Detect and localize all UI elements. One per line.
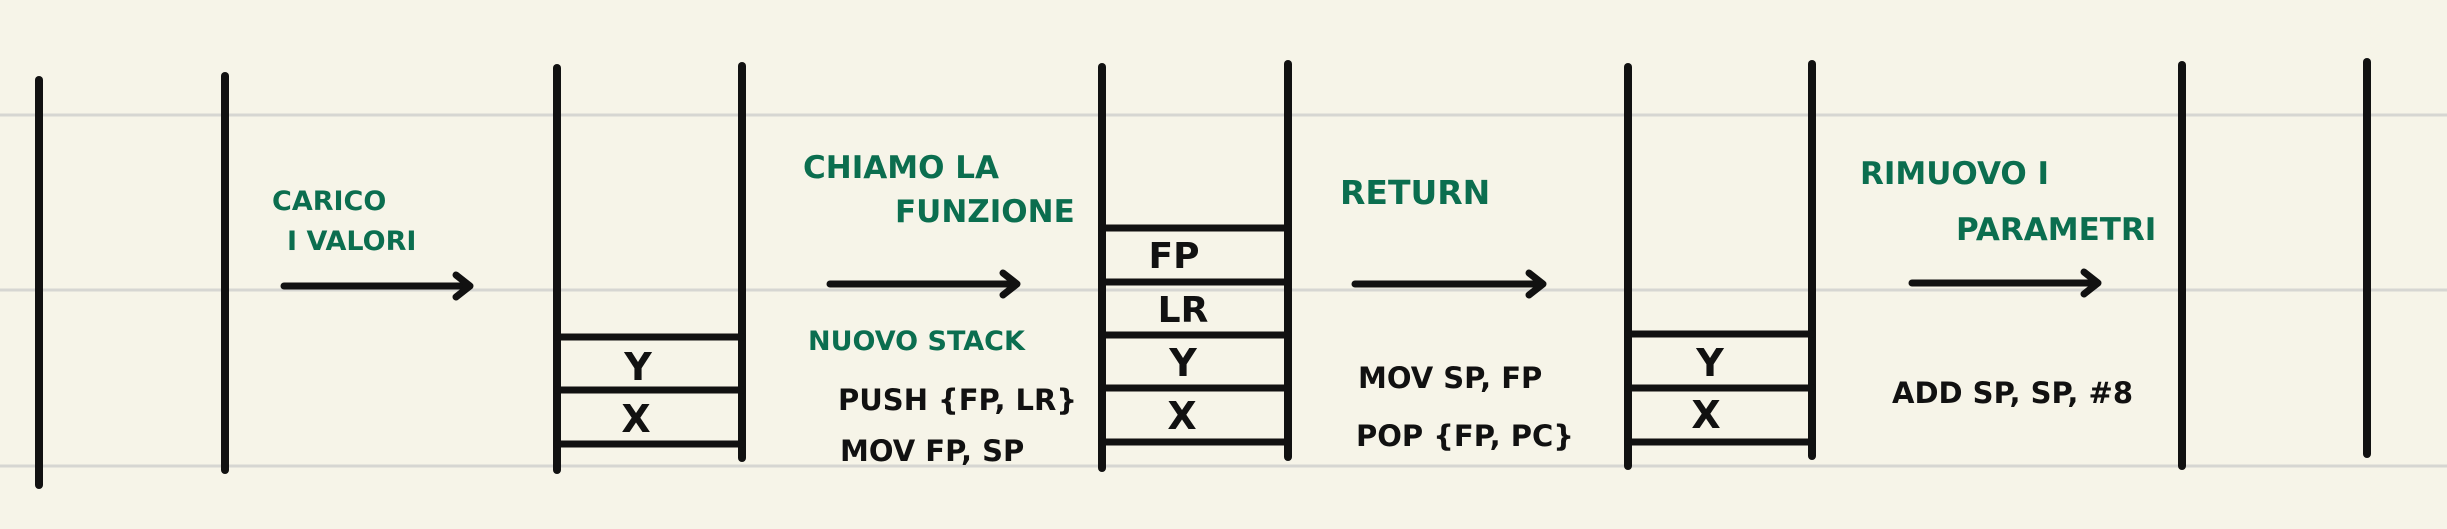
step-1: CARICO I VALORI [272,186,474,301]
stack-5 [2178,58,2371,470]
step-2-code-line-2: MOV FP, SP [840,434,1024,468]
stack-2-cell-x: X [621,397,650,441]
stack-1 [35,72,229,489]
step-2-arrow-icon [826,269,1021,299]
step-3-label: RETURN [1340,173,1490,212]
step-3-code-line-2: POP {FP, PC} [1356,419,1574,453]
stack-4-cell-y: Y [1695,341,1724,385]
step-1-arrow-icon [280,271,474,301]
stack-4: Y X [1624,60,1816,470]
step-4-label-line-2: PARAMETRI [1956,212,2156,248]
step-2-label-line-1: CHIAMO LA [803,150,999,186]
step-4: RIMUOVO I PARAMETRI ADD SP, SP, #8 [1860,156,2156,410]
step-4-label-line-1: RIMUOVO I [1860,156,2049,192]
step-2-code-line-1: PUSH {FP, LR} [838,383,1077,417]
step-3-code-line-1: MOV SP, FP [1358,361,1542,395]
stack-3-cell-x: X [1167,394,1196,438]
stack-3: FP LR Y X [1098,60,1292,472]
step-1-label-line-2: I VALORI [287,226,416,257]
step-4-arrow-icon [1908,268,2102,298]
step-3-arrow-icon [1351,269,1547,299]
stack-3-cell-fp: FP [1149,236,1200,277]
stack-3-cell-lr: LR [1158,290,1209,331]
step-1-label-line-1: CARICO [272,186,386,217]
step-2-sub-label: NUOVO STACK [808,326,1026,357]
step-2: CHIAMO LA FUNZIONE NUOVO STACK PUSH {FP,… [803,150,1077,468]
step-4-code-line-1: ADD SP, SP, #8 [1892,376,2133,410]
stack-3-cell-y: Y [1168,341,1197,385]
stack-4-cell-x: X [1691,393,1720,437]
step-2-label-line-2: FUNZIONE [895,194,1075,230]
stack-2-cell-y: Y [623,345,652,389]
step-3: RETURN MOV SP, FP POP {FP, PC} [1340,173,1574,453]
stack-2: Y X [553,62,746,474]
